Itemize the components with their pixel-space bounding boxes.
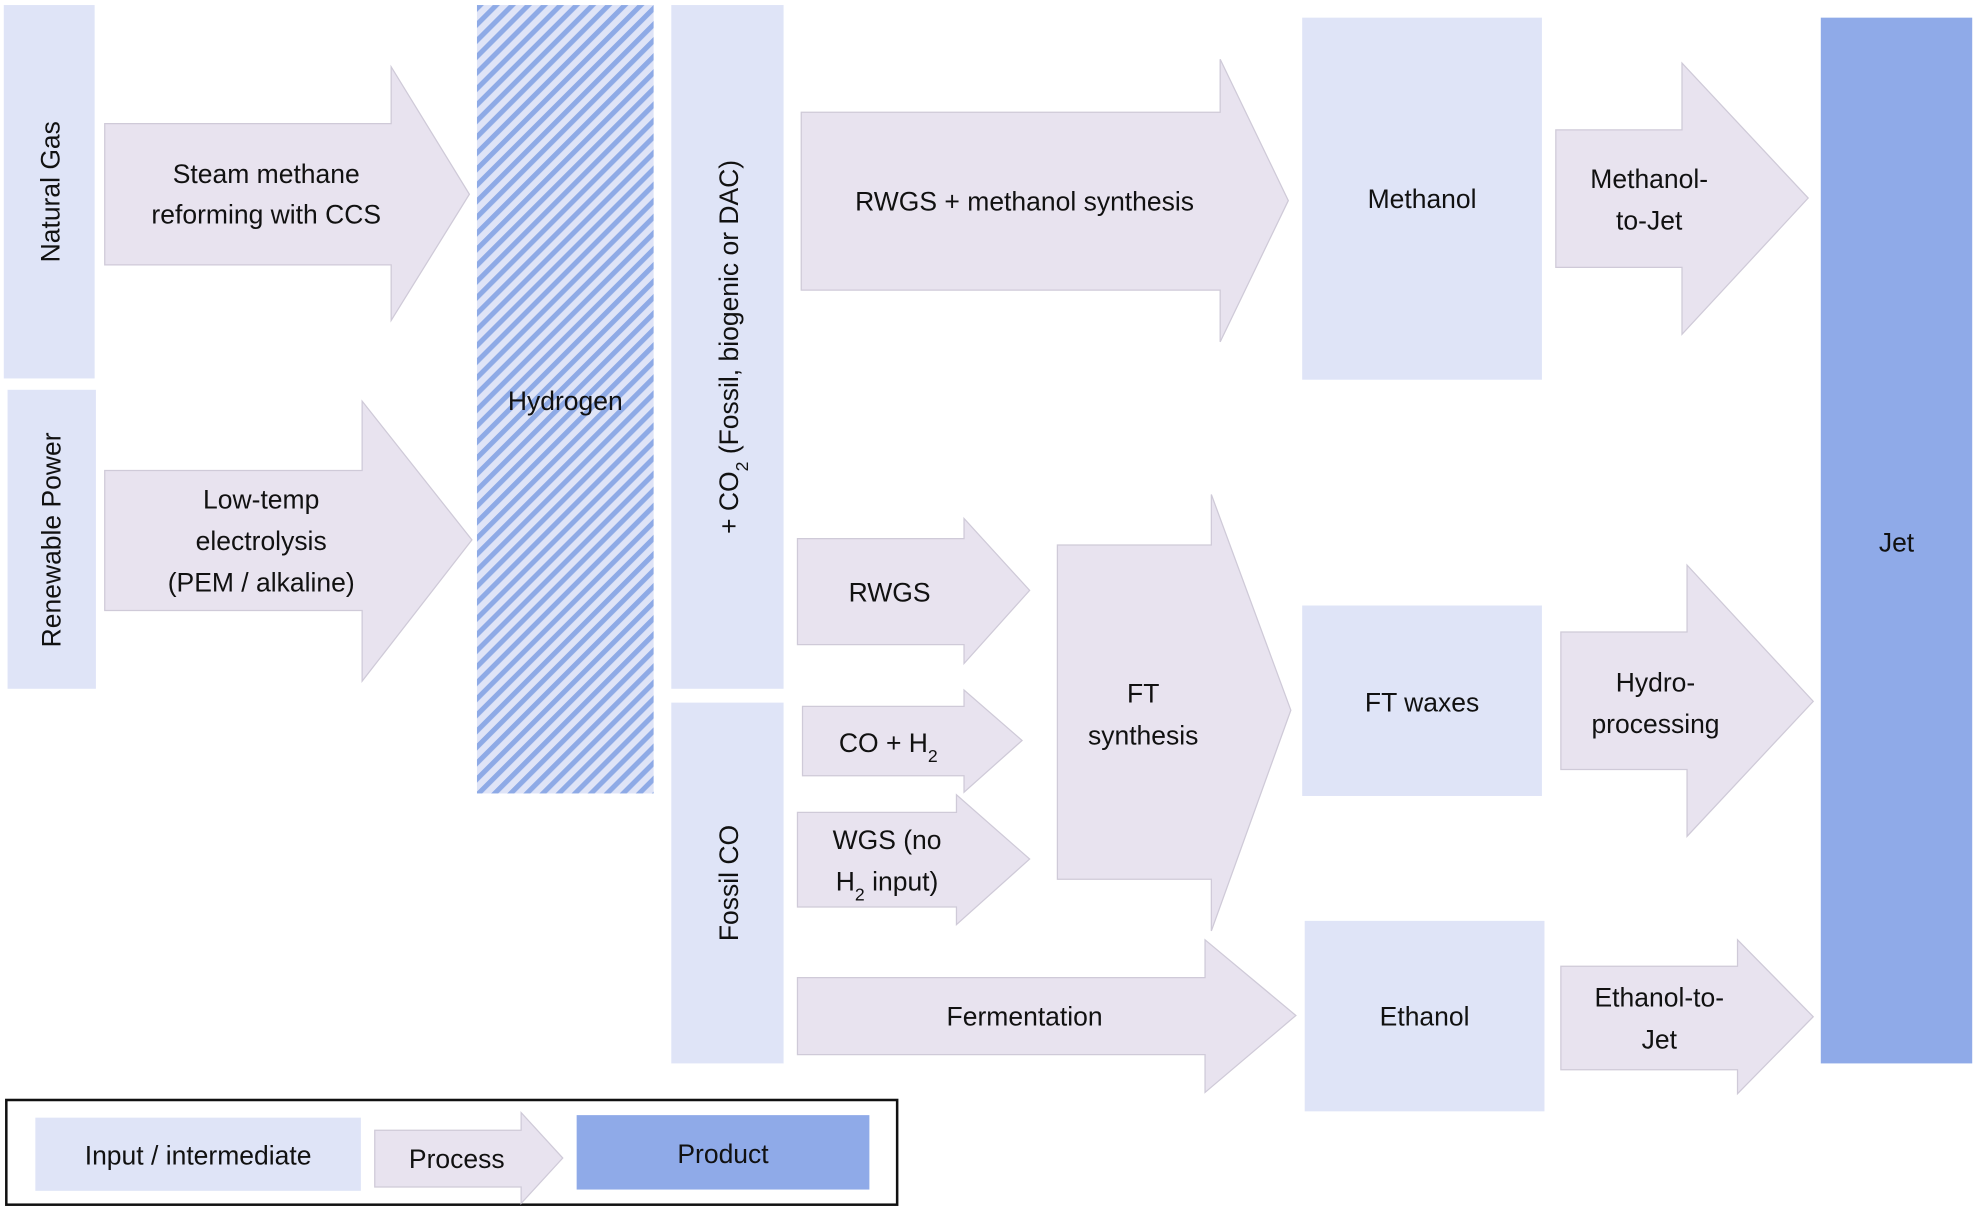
natural-gas-box: Natural Gas [3,5,95,379]
methanol-box: Methanol [1302,17,1542,380]
rwgs-methanol-label: RWGS + methanol synthesis [855,187,1194,217]
jet-product-box: Jet [1820,17,1973,1064]
legend-item-process: Process [374,1110,564,1206]
hydroprocessing-label-line1: Hydro- [1616,667,1695,697]
renewable-power-label: Renewable Power [37,432,67,647]
co2-label: + CO2 (Fossil, biogenic or DAC) [714,160,752,534]
wgs-label-line1: WGS (no [833,825,942,855]
ethanol-label: Ethanol [1380,1002,1470,1032]
fermentation-label: Fermentation [947,1002,1103,1032]
rwgs-label: RWGS [849,578,931,608]
fossil-co-box: Fossil CO [671,702,784,1064]
ft-synthesis-label-line1: FT [1127,679,1159,709]
electrolysis-label-line1: Low-temp [203,484,319,514]
electrolysis-process-arrow: Low-temp electrolysis (PEM / alkaline) [104,399,473,684]
ft-waxes-label: FT waxes [1365,687,1479,717]
fermentation-arrow: Fermentation [796,938,1297,1094]
smr-process-arrow: Steam methane reforming with CCS [104,64,471,323]
co-h2-arrow: CO + H2 [801,688,1024,794]
legend-item-input-intermediate: Input / intermediate [35,1117,361,1191]
methanol-to-jet-arrow: Methanol- to-Jet [1555,61,1810,336]
ft-synthesis-arrow: FT synthesis [1056,494,1292,932]
natural-gas-label: Natural Gas [35,121,65,262]
legend-swatch-process [374,1110,564,1206]
ft-synthesis-label-line2: synthesis [1088,720,1198,750]
rwgs-arrow: RWGS [796,516,1031,666]
legend-swatch-input [35,1117,361,1191]
ethanol-to-jet-label-line1: Ethanol-to- [1594,983,1724,1013]
methanol-label: Methanol [1368,184,1477,214]
electrolysis-label-line2: electrolysis [196,526,327,556]
fossil-co-label: Fossil CO [714,825,744,941]
legend-item-product: Product [576,1115,870,1190]
co-h2-label: CO + H2 [839,728,938,766]
smr-label-line1: Steam methane [173,159,360,189]
jet-label: Jet [1879,527,1915,557]
electrolysis-label-line3: (PEM / alkaline) [168,568,355,598]
hydrogen-box: Hydrogen [476,5,654,794]
methanol-to-jet-label-line1: Methanol- [1590,164,1708,194]
co2-box: + CO2 (Fossil, biogenic or DAC) [671,5,784,689]
hydrogen-label: Hydrogen [508,386,623,416]
hydroprocessing-label-line2: processing [1591,709,1719,739]
methanol-to-jet-label-line2: to-Jet [1616,206,1683,236]
legend-swatch-product [576,1115,870,1190]
ethanol-to-jet-label-line2: Jet [1642,1024,1678,1054]
renewable-power-box: Renewable Power [7,389,96,689]
ft-waxes-box: FT waxes [1302,605,1542,796]
hydroprocessing-arrow: Hydro- processing [1560,563,1815,838]
legend-label-product: Product [677,1139,769,1169]
wgs-arrow: WGS (no H2 input) [796,793,1031,927]
wgs-label-line2: H2 input) [836,867,939,905]
legend: Input / intermediate Process Product [5,1098,899,1206]
ethanol-to-jet-arrow: Ethanol-to- Jet [1560,938,1815,1096]
ethanol-box: Ethanol [1304,920,1545,1112]
legend-label-input-intermediate: Input / intermediate [85,1140,312,1170]
rwgs-methanol-synthesis-arrow: RWGS + methanol synthesis [800,59,1290,343]
smr-label-line2: reforming with CCS [151,199,381,229]
legend-label-process: Process [409,1144,505,1174]
